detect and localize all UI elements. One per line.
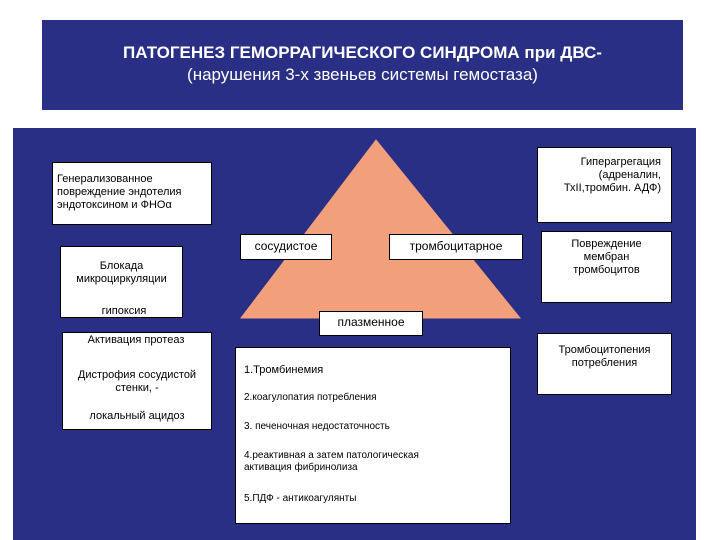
plasma-item-2: 2.коагулопатия потребления <box>244 392 377 403</box>
plasma-item-3: 3. печеночная недостаточность <box>244 421 390 432</box>
vascular-label: сосудистое <box>240 234 332 260</box>
hyperaggregation-text: Гиперагрегация (адреналин, ТхII,тромбин.… <box>563 156 661 194</box>
platelet-label: тромбоцитарное <box>389 234 523 260</box>
plasma-item-1: 1.Тромбинемия <box>244 364 324 376</box>
protease-dystrophy-box <box>62 332 212 430</box>
membrane-damage-text: Повреждение мембран тромбоцитов <box>571 238 642 276</box>
hypoxia-text: гипоксия <box>101 305 147 317</box>
plasma-label: плазменное <box>319 311 423 336</box>
membrane-damage-box: Повреждение мембран тромбоцитов <box>541 231 672 303</box>
endothelium-damage-box: Генерализованное повреждение эндотелия э… <box>52 162 212 225</box>
hyperaggregation-box: Гиперагрегация (адреналин, ТхII,тромбин.… <box>537 147 672 223</box>
endothelium-damage-text: Генерализованное повреждение эндотелия э… <box>57 173 182 211</box>
title-banner: ПАТОГЕНЕЗ ГЕМОРРАГИЧЕСКОГО СИНДРОМА при … <box>42 20 683 110</box>
vessel-dystrophy-text: Дистрофия сосудистой стенки, - <box>77 369 197 394</box>
plasma-label-text: плазменное <box>337 315 405 329</box>
protease-activation-text: Активация протеаз <box>87 334 185 346</box>
title-line-2: (нарушения 3-х звеньев системы гемостаза… <box>187 65 538 84</box>
microcirculation-block-text: Блокада микроциркуляции <box>76 260 167 285</box>
plasma-disorders-box <box>235 347 511 524</box>
triangle-shape <box>239 139 522 319</box>
plasma-item-5: 5.ПДФ - антикоагулянты <box>244 493 357 504</box>
microcirculation-hypoxia-box <box>60 246 183 318</box>
platelet-label-text: тромбоцитарное <box>409 239 503 253</box>
vascular-label-text: сосудистое <box>254 239 318 253</box>
thrombocytopenia-box: Тромбоцитопения потребления <box>537 333 672 395</box>
plasma-item-4: 4.реактивная а затем патологическая акти… <box>244 450 419 473</box>
title-line-1: ПАТОГЕНЕЗ ГЕМОРРАГИЧЕСКОГО СИНДРОМА при … <box>123 43 602 62</box>
thrombocytopenia-text: Тромбоцитопения потребления <box>558 344 651 369</box>
local-acidosis-text: локальный ацидоз <box>89 410 185 422</box>
